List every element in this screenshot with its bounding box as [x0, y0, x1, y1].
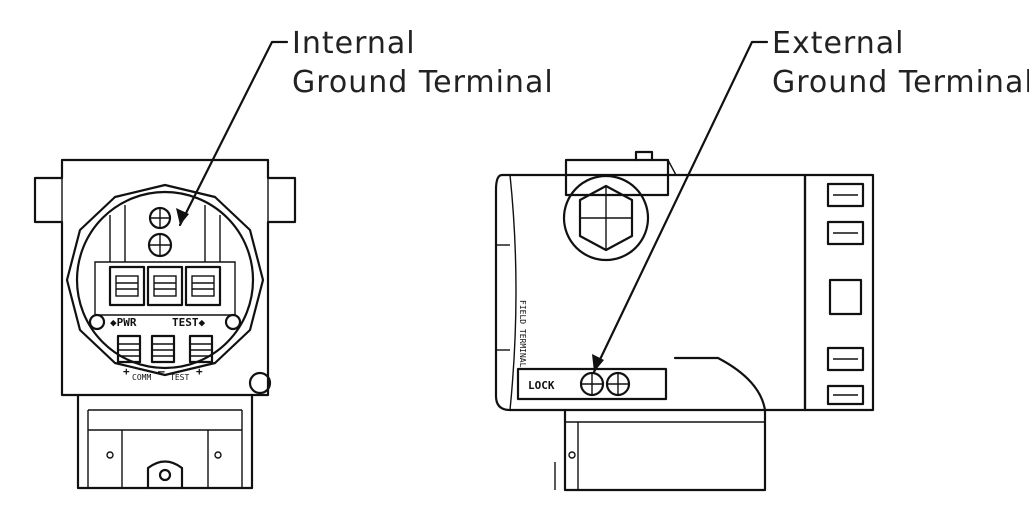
external-ground-callout: External Ground Terminal	[592, 26, 1029, 374]
side-view-transmitter: FIELD TERMINAL LOCK	[494, 150, 875, 492]
pwr-label: ◆PWR	[110, 316, 137, 329]
minus-label: –	[158, 365, 165, 378]
external-callout-line2: Ground Terminal	[772, 65, 1029, 100]
internal-callout-line1: Internal	[292, 26, 416, 61]
external-ground-plate: LOCK	[516, 367, 668, 401]
right-mount-hole	[224, 313, 242, 331]
front-cover-inner-circle	[75, 190, 255, 370]
plus-right-label: +	[196, 365, 203, 378]
external-callout-leader	[592, 40, 769, 374]
side-lower-section	[563, 408, 767, 492]
front-lower-neck	[76, 393, 254, 490]
internal-ground-callout: Internal Ground Terminal	[176, 26, 554, 227]
power-terminal-block	[108, 265, 222, 307]
front-housing-outline	[33, 158, 297, 397]
field-terminal-label: FIELD TERMINAL	[518, 300, 527, 368]
conduit-entry	[562, 150, 677, 262]
front-cover-ring	[65, 183, 265, 377]
external-callout-arrowhead	[592, 354, 604, 372]
external-callout-line1: External	[772, 26, 904, 61]
internal-callout-leader	[178, 40, 289, 227]
front-cover-lock-boss	[248, 371, 272, 395]
comm-label: COMM	[132, 373, 151, 382]
test-label: TEST◆	[172, 316, 205, 329]
side-neck-curve	[673, 356, 767, 412]
side-cover-band	[803, 173, 875, 412]
left-mount-hole	[88, 313, 106, 331]
internal-callout-arrowhead	[176, 208, 189, 225]
internal-callout-line2: Ground Terminal	[292, 65, 554, 100]
plus-left-label: +	[123, 365, 130, 378]
internal-ground-screw	[147, 206, 173, 258]
side-housing-outline	[494, 173, 807, 412]
test-small-label: TEST	[170, 373, 189, 382]
lock-label: LOCK	[528, 379, 555, 392]
front-process-port	[146, 460, 184, 490]
test-terminal-block	[116, 334, 214, 364]
front-view-transmitter: ◆PWR TEST◆ + – + COMM TEST	[33, 158, 297, 490]
